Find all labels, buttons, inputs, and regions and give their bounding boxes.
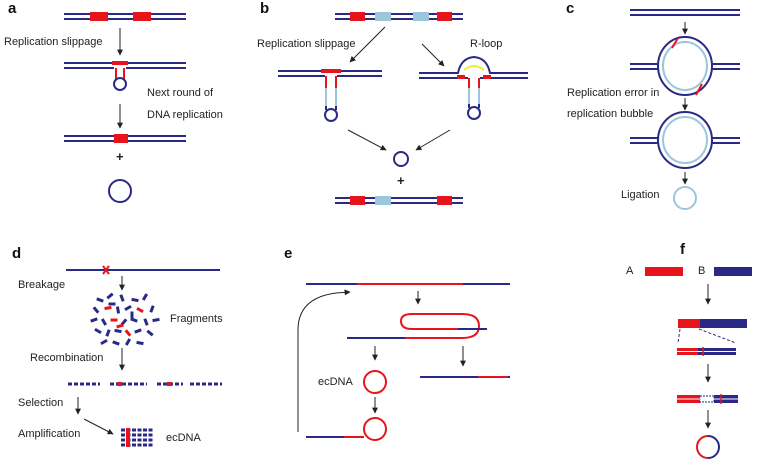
panel-d-fragment — [108, 302, 116, 306]
panel-f-label-a: A — [626, 265, 634, 277]
panel-d-fragment — [105, 329, 111, 337]
panel-b-result-dna — [335, 196, 463, 205]
panel-b-letter: b — [260, 0, 270, 17]
panel-f-breakpoint-zoom — [677, 347, 736, 356]
panel-d-fragment — [96, 297, 104, 303]
panel-c-ligation-label: Ligation — [621, 189, 660, 201]
panel-b-arrow-merge-right — [415, 129, 451, 151]
panel-f-label-b: B — [698, 265, 706, 277]
panel-d-fragment — [94, 327, 102, 335]
panel-d-fragment — [106, 292, 114, 300]
panel-e-ecdna-label: ecDNA — [318, 376, 353, 388]
panel-d-fragment — [114, 328, 122, 334]
panel-c-bubble-2 — [630, 111, 740, 169]
panel-b-top-dna — [335, 12, 463, 21]
panel-d-fragments-label: Fragments — [170, 313, 223, 325]
panel-d-fragment — [124, 338, 132, 346]
panel-d-fragment — [104, 305, 112, 311]
panel-d-fragment — [90, 317, 98, 323]
panel-a-next-round-line2: DNA replication — [147, 109, 223, 121]
panel-b-arrow-merge-left — [347, 129, 387, 151]
panel-c-letter: c — [566, 0, 575, 17]
panel-d-fragment — [112, 340, 120, 346]
panel-e-looping-dna — [347, 313, 487, 339]
panel-a-eccdna-circle — [108, 179, 132, 203]
panel-d-fragment — [149, 305, 155, 313]
panel-a-plus: + — [116, 149, 124, 164]
panel-d-fragment — [136, 306, 144, 314]
panel-d-diagram — [66, 265, 222, 447]
panel-a-diagram — [64, 12, 186, 203]
panel-d-breakage-label: Breakage — [18, 279, 66, 291]
panel-f-segment-b — [714, 267, 752, 276]
panel-f-ecdna-circle — [696, 435, 720, 459]
panel-b-arrow-left — [349, 26, 386, 63]
panel-c-top-dna — [630, 9, 740, 16]
panel-d-fragment — [120, 318, 128, 326]
panel-d-fragment — [100, 338, 108, 346]
panel-d-fragment — [146, 329, 154, 337]
panel-c-error-line1: Replication error in — [567, 87, 660, 99]
panel-d-amplification-label: Amplification — [18, 428, 81, 440]
panel-d-amplified-ecdna — [121, 428, 153, 447]
panel-d-fragment-cloud — [90, 292, 160, 346]
panel-a-hairpin-loop — [113, 77, 127, 91]
panel-d-fragment — [110, 318, 118, 322]
panel-a-deleted-dna — [64, 134, 186, 143]
panel-b-arrow-right — [421, 43, 445, 67]
panel-d-fragment — [116, 323, 124, 329]
panel-e-reinsertion — [306, 417, 387, 441]
panel-d-fragment — [115, 306, 121, 314]
panel-d-fragment — [100, 318, 108, 326]
panel-b-rloop-label: R-loop — [470, 38, 503, 50]
panel-a-slippage-label: Replication slippage — [4, 36, 103, 48]
panel-b-slippage-label: Replication slippage — [257, 38, 356, 50]
panel-d-fragment — [119, 294, 125, 302]
panel-b-plus: + — [397, 173, 405, 188]
panel-d-fragment — [124, 329, 132, 337]
panel-b-eccdna-circle — [393, 151, 409, 167]
panel-d-letter: d — [12, 245, 22, 262]
panel-c-bubble-1 — [630, 36, 740, 96]
panel-a-next-round-line1: Next round of — [147, 87, 214, 99]
panel-d-fragment — [141, 293, 149, 301]
panel-d-selection-label: Selection — [18, 397, 64, 409]
panel-d-ecdna-label: ecDNA — [166, 432, 201, 444]
panel-d-recombination-label: Recombination — [30, 352, 104, 364]
panel-c-eccdna-circle — [673, 186, 697, 210]
panel-d-fragment — [134, 328, 142, 334]
panel-d-fragment — [130, 311, 134, 319]
panel-d-arrow-4 — [83, 418, 114, 435]
panel-f-segment-a — [645, 267, 683, 276]
panel-d-fragment — [130, 317, 138, 323]
panel-e-return-arrow — [297, 289, 351, 432]
panel-c-diagram — [630, 9, 740, 210]
panel-d-recombined-segments — [68, 382, 222, 386]
panel-f-fused-ab — [677, 319, 747, 344]
panel-a-top-dna — [64, 12, 186, 21]
panel-c-error-line2: replication bubble — [567, 108, 654, 120]
panel-e-letter: e — [284, 245, 293, 262]
panel-e-ecdna-circle — [363, 370, 387, 394]
panel-b-diagram — [278, 12, 528, 205]
panel-a-letter: a — [8, 0, 17, 17]
panel-f-duplicated-region — [677, 394, 738, 404]
panel-b-rloop-structure — [419, 55, 528, 120]
panel-e-diagram — [297, 283, 510, 441]
panel-b-slippage-structure — [278, 69, 382, 122]
panel-f-diagram — [645, 267, 752, 459]
panel-d-fragment — [136, 340, 144, 346]
panel-d-fragment — [143, 318, 149, 326]
panel-f-letter: f — [680, 241, 685, 258]
panel-d-fragment — [92, 306, 100, 314]
panel-d-fragment — [152, 317, 160, 323]
panel-d-fragment — [131, 297, 139, 303]
panel-d-fragment — [124, 304, 132, 312]
panel-a-slipped-dna — [64, 61, 186, 91]
panel-d-break-icon — [102, 265, 110, 275]
